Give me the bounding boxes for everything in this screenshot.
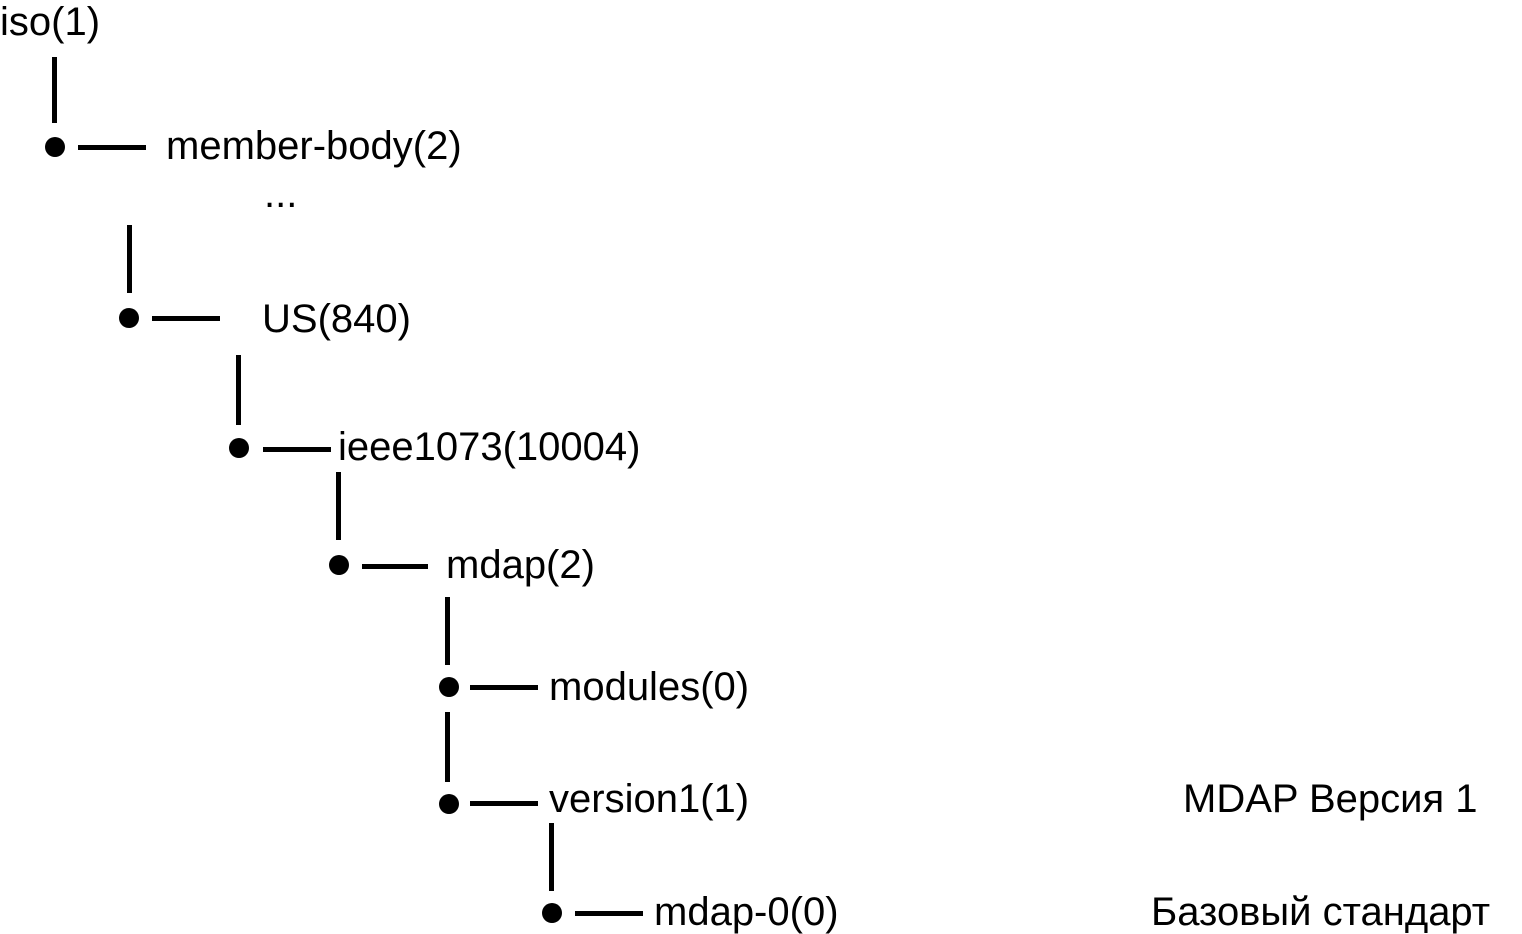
node-dot-modules xyxy=(439,677,459,697)
branch-line-ieee1073 xyxy=(336,472,341,540)
node-member-body: member-body(2) xyxy=(166,124,462,168)
node-version1: version1(1) xyxy=(549,777,750,821)
connector-mdap0 xyxy=(575,911,643,916)
node-dot-mdap0 xyxy=(542,903,562,923)
node-mdap: mdap(2) xyxy=(446,543,595,587)
branch-line-member-body xyxy=(127,225,132,293)
connector-version1 xyxy=(470,801,538,806)
branch-line-us xyxy=(236,355,241,425)
node-dot-us xyxy=(119,308,139,328)
ellipsis-omitted-nodes: ... xyxy=(264,172,298,216)
annotation-mdap-version: MDAP Версия 1 xyxy=(1183,777,1478,821)
branch-line-modules xyxy=(445,712,450,782)
node-ieee1073: ieee1073(10004) xyxy=(338,425,641,469)
branch-line-mdap xyxy=(445,597,450,665)
connector-us xyxy=(152,316,220,321)
node-dot-ieee1073 xyxy=(229,438,249,458)
node-dot-mdap xyxy=(329,555,349,575)
connector-modules xyxy=(470,685,538,690)
connector-mdap xyxy=(362,564,428,569)
node-dot-version1 xyxy=(439,794,459,814)
branch-line-iso xyxy=(52,57,57,123)
connector-member-body xyxy=(78,145,146,150)
node-us: US(840) xyxy=(262,297,411,341)
node-dot-member-body xyxy=(45,137,65,157)
annotation-base-standard: Базовый стандарт xyxy=(1151,890,1491,934)
connector-ieee1073 xyxy=(263,447,331,452)
node-iso: iso(1) xyxy=(0,0,101,44)
node-mdap0: mdap-0(0) xyxy=(654,890,839,934)
branch-line-version1 xyxy=(549,823,554,891)
node-modules: modules(0) xyxy=(549,665,750,709)
